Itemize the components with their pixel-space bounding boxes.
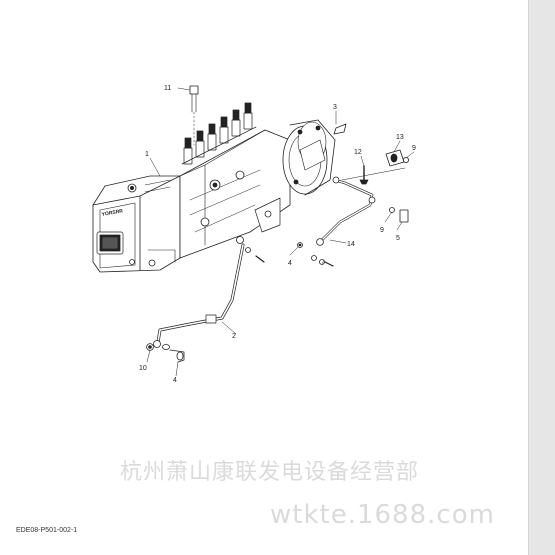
callout-10: 10: [139, 365, 147, 372]
callout-11: 11: [164, 85, 171, 92]
washers-center: [245, 242, 334, 267]
bolt-part-12: [359, 165, 369, 185]
key-part-3: [333, 123, 347, 135]
right-side-strip: [528, 0, 555, 555]
fitting-part-13: [385, 149, 409, 167]
leader-lines: [146, 87, 415, 377]
delivery-valves: [181, 102, 257, 165]
pump-body: [179, 129, 291, 259]
bolt-part-11: [189, 85, 199, 146]
callout-1: 1: [145, 151, 149, 158]
callout-3: 3: [333, 104, 337, 111]
callout-14: 14: [347, 241, 355, 248]
banjo-bolt-part-4: [162, 344, 185, 363]
governor-housing: [92, 175, 181, 273]
banjo-bolt-part-5: [389, 207, 409, 223]
watermark-company: 杭州萧山康联发电设备经营部: [120, 460, 420, 485]
callout-12: 12: [354, 149, 362, 156]
pipe-part-14: [316, 167, 406, 246]
callout-5: 5: [396, 235, 400, 242]
callout-9-lower: 9: [380, 227, 384, 234]
fuel-injection-pump-diagram: YORSRR: [92, 85, 416, 384]
callout-4-center: 4: [288, 260, 292, 267]
washer-part-10: [146, 343, 154, 351]
callout-4-lower: 4: [173, 377, 177, 384]
callout-9-upper: 9: [412, 145, 416, 152]
pump-drive-end: [282, 119, 336, 196]
document-code: EDE08-P501-002-1: [16, 527, 78, 534]
callout-2: 2: [232, 333, 236, 340]
pipe-part-2: [153, 236, 245, 348]
callout-13: 13: [396, 134, 404, 141]
governor-logo-text: YORSRR: [101, 208, 123, 218]
watermark-url: wtkte.1688.com: [270, 500, 495, 530]
